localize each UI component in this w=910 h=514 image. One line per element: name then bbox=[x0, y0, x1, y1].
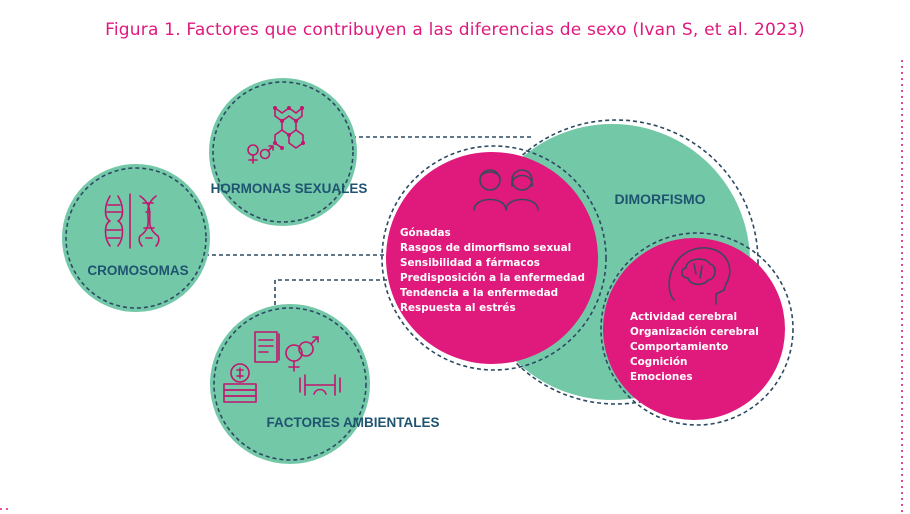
connector-ambientales bbox=[274, 279, 430, 305]
brain-item: Comportamiento bbox=[630, 341, 728, 353]
body-ring bbox=[381, 145, 607, 371]
document-icon bbox=[254, 331, 280, 363]
dimorfismo-ring bbox=[473, 119, 759, 405]
people-icon bbox=[473, 169, 539, 211]
connectors bbox=[205, 136, 532, 305]
body-item: Respuesta al estrés bbox=[400, 302, 516, 314]
cromosomas-label: CROMOSOMAS bbox=[87, 263, 188, 278]
body-item: Sensibilidad a fármacos bbox=[400, 257, 540, 269]
brain-items-list: Actividad cerebral Organización cerebral… bbox=[630, 311, 759, 383]
cromosomas-node: CROMOSOMAS bbox=[62, 164, 210, 312]
body-item: Tendencia a la enfermedad bbox=[400, 287, 558, 299]
figure-title: Figura 1. Factores que contribuyen a las… bbox=[105, 20, 805, 40]
brain-item: Cognición bbox=[630, 356, 687, 368]
brain-ring bbox=[600, 232, 794, 426]
cromosomas-ring bbox=[65, 167, 207, 309]
environment-factors-icon bbox=[223, 331, 341, 403]
hormonas-ring bbox=[212, 81, 354, 223]
ambientales-node: FACTORES AMBIENTALES bbox=[210, 304, 440, 464]
hormone-molecule-icon bbox=[247, 106, 305, 164]
cromosomas-circle bbox=[62, 164, 210, 312]
ambientales-circle bbox=[210, 304, 370, 464]
ambientales-ring bbox=[213, 307, 367, 461]
body-items-list: Gónadas Rasgos de dimorfismo sexual Sens… bbox=[400, 227, 585, 314]
brain-item: Actividad cerebral bbox=[630, 311, 737, 323]
coins-icon bbox=[223, 363, 257, 403]
body-item: Rasgos de dimorfismo sexual bbox=[400, 242, 571, 254]
gender-icon bbox=[285, 336, 319, 372]
body-circle bbox=[386, 152, 598, 364]
body-item: Gónadas bbox=[400, 227, 451, 239]
brain-node: Actividad cerebral Organización cerebral… bbox=[600, 232, 794, 426]
brain-item: Organización cerebral bbox=[630, 326, 759, 338]
dumbbell-icon bbox=[299, 374, 341, 396]
ambientales-label: FACTORES AMBIENTALES bbox=[266, 415, 439, 430]
hormonas-node: HORMONAS SEXUALES bbox=[209, 78, 367, 226]
brain-circle bbox=[603, 238, 785, 420]
brain-item: Emociones bbox=[630, 371, 693, 383]
chromosome-dna-icon bbox=[104, 193, 160, 249]
brain-head-icon bbox=[668, 247, 731, 305]
hormonas-circle bbox=[209, 78, 357, 226]
dimorfismo-label: DIMORFISMO bbox=[615, 191, 706, 207]
hormonas-label: HORMONAS SEXUALES bbox=[211, 181, 368, 196]
body-item: Predisposición a la enfermedad bbox=[400, 272, 585, 284]
body-node: Gónadas Rasgos de dimorfismo sexual Sens… bbox=[381, 145, 607, 371]
